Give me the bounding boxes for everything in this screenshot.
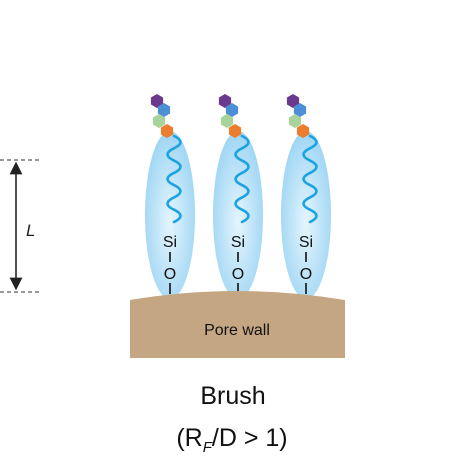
- hexagon-green-icon: [152, 114, 166, 128]
- brush-chain-2: SiO: [213, 94, 263, 299]
- caption-condition: (RF/D > 1): [176, 424, 287, 456]
- si-label: Si: [231, 234, 245, 251]
- caption-title: Brush: [200, 382, 265, 410]
- chain-wave: [302, 134, 318, 224]
- chain-halo: [145, 131, 195, 299]
- caption-rest: /D > 1): [212, 424, 288, 452]
- hexagon-blue-icon: [157, 103, 171, 117]
- si-label: Si: [299, 234, 313, 251]
- o-label: O: [300, 266, 312, 283]
- o-label: O: [164, 266, 176, 283]
- chain-wave: [234, 134, 250, 224]
- chain-halo: [213, 131, 263, 299]
- hexagon-orange-icon: [296, 124, 310, 138]
- hexagon-purple-icon: [286, 94, 300, 108]
- chain-halo: [281, 131, 331, 299]
- hexagon-orange-icon: [160, 124, 174, 138]
- si-label: Si: [163, 234, 177, 251]
- hexagon-purple-icon: [150, 94, 164, 108]
- hexagon-green-icon: [288, 114, 302, 128]
- caption-open: (R: [176, 424, 202, 452]
- caption-subscript: F: [203, 439, 213, 456]
- pore-wall-label: Pore wall: [204, 322, 270, 339]
- chain-wave: [166, 134, 182, 224]
- pore-wall: [130, 291, 345, 358]
- hexagon-green-icon: [220, 114, 234, 128]
- hexagon-purple-icon: [218, 94, 232, 108]
- o-label: O: [232, 266, 244, 283]
- brush-chain-1: SiO: [145, 94, 195, 299]
- hexagon-orange-icon: [228, 124, 242, 138]
- brush-chain-3: SiO: [281, 94, 331, 299]
- length-label: L: [26, 221, 35, 240]
- hexagon-blue-icon: [293, 103, 307, 117]
- hexagon-blue-icon: [225, 103, 239, 117]
